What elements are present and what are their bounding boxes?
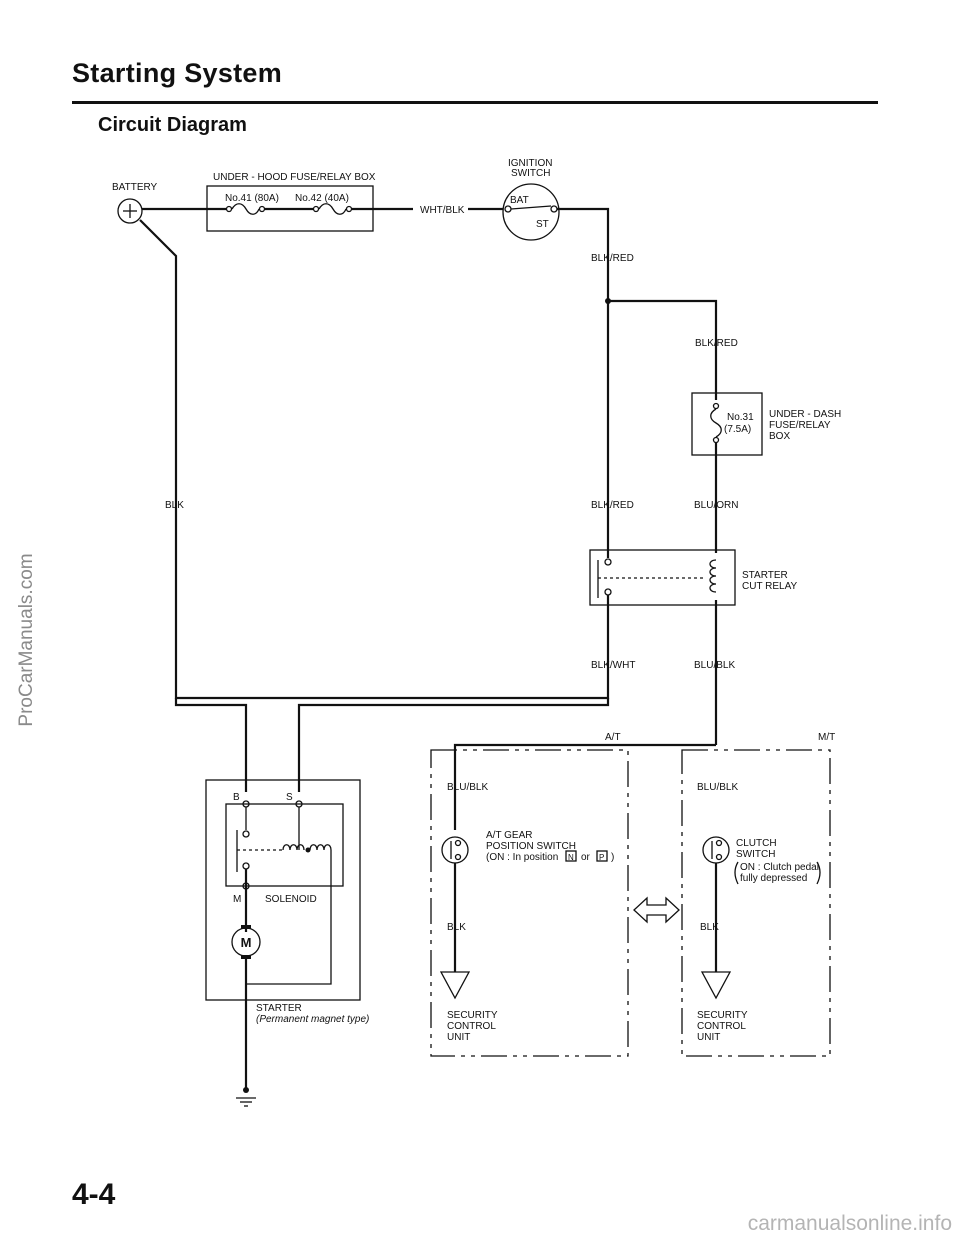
bat-terminal-label: BAT (510, 195, 529, 206)
blk-red-branch-wire (608, 299, 718, 400)
mt-switch-right-paren (816, 861, 821, 885)
starter-cut-relay-box (589, 549, 736, 606)
fuse-41-label: No.41 (80A) (225, 193, 279, 204)
at-switch-label-3: (ON : In position (486, 852, 558, 863)
at-switch-label-2: POSITION SWITCH (486, 841, 576, 852)
bottom-watermark: carmanualsonline.info (747, 1212, 952, 1235)
at-gear-position-switch-symbol (439, 836, 471, 1000)
at-position-p-label: P (599, 853, 604, 862)
at-branch-wire (453, 743, 716, 830)
at-scu-label-1: SECURITY (447, 1010, 498, 1021)
blk-red-label-c: BLK/RED (591, 500, 634, 511)
ignition-switch-symbol (502, 183, 560, 241)
mt-blk-label: BLK (700, 922, 719, 933)
fuse-31-label-2: (7.5A) (724, 424, 751, 435)
mt-label: M/T (818, 732, 835, 743)
blk-wht-to-starter-s-wire (297, 698, 610, 792)
fuse-42-symbol (312, 203, 373, 215)
wht-blk-label: WHT/BLK (420, 205, 465, 216)
at-position-n-label: N (568, 853, 574, 862)
blk-red-label-a: BLK/RED (591, 253, 634, 264)
blk-wht-label: BLK/WHT (591, 660, 635, 671)
starter-solenoid-symbol (225, 800, 344, 932)
relay-coil-symbol (709, 559, 717, 593)
at-switch-label-1: A/T GEAR (486, 830, 533, 841)
blk-red-label-b: BLK/RED (695, 338, 738, 349)
battery-label: BATTERY (112, 182, 158, 193)
blu-orn-label: BLU/ORN (694, 500, 738, 511)
clutch-switch-symbol (700, 836, 732, 1000)
mt-scu-label-3: UNIT (697, 1032, 720, 1043)
underhood-box-label: UNDER - HOOD FUSE/RELAY BOX (213, 172, 376, 183)
mt-scu-label-2: CONTROL (697, 1021, 746, 1032)
fuse-31-symbol (710, 402, 722, 444)
relay-label-1: STARTER (742, 570, 788, 581)
underdash-label-3: BOX (769, 431, 790, 442)
s-terminal-label: S (286, 792, 293, 803)
ignition-label-1: IGNITION (508, 158, 552, 169)
relay-contact-symbol (597, 540, 612, 665)
at-scu-label-3: UNIT (447, 1032, 470, 1043)
starter-box (205, 779, 361, 1001)
mt-switch-label-4: fully depressed (740, 873, 807, 884)
fuse-42-label: No.42 (40A) (295, 193, 349, 204)
at-switch-or-label: or (581, 852, 591, 863)
b-terminal-label: B (233, 792, 240, 803)
battery-to-starter-b-wire (174, 698, 248, 792)
st-terminal-label: ST (536, 219, 549, 230)
ignition-label-2: SWITCH (511, 168, 550, 179)
m-terminal-label: M (233, 894, 241, 905)
mt-switch-label-1: CLUTCH (736, 838, 777, 849)
fuse-41-symbol (207, 203, 313, 215)
at-blk-label: BLK (447, 922, 466, 933)
underdash-label-2: FUSE/RELAY (769, 420, 831, 431)
mt-switch-label-3: ON : Clutch pedal (740, 862, 819, 873)
at-scu-label-2: CONTROL (447, 1021, 496, 1032)
starter-motor-symbol (231, 872, 332, 985)
relay-label-2: CUT RELAY (742, 581, 798, 592)
solenoid-label: SOLENOID (265, 894, 317, 905)
at-label: A/T (605, 732, 621, 743)
motor-label: M (241, 935, 252, 950)
underdash-fuse-box (691, 392, 763, 456)
mt-switch-left-paren (734, 861, 739, 885)
at-switch-close-label: ) (611, 852, 614, 863)
battery-wiring (139, 207, 610, 700)
mt-switch-label-2: SWITCH (736, 849, 775, 860)
ground-symbol (236, 984, 256, 1107)
at-blu-blk-label: BLU/BLK (447, 782, 488, 793)
starter-label-2: (Permanent magnet type) (256, 1014, 369, 1025)
title-rule (72, 101, 878, 104)
ignition-st-wire (557, 207, 610, 540)
underdash-label-1: UNDER - DASH (769, 409, 841, 420)
starter-label-1: STARTER (256, 1003, 302, 1014)
section-title: Circuit Diagram (98, 114, 247, 136)
mt-scu-label-1: SECURITY (697, 1010, 748, 1021)
at-dashed-box (430, 749, 629, 1057)
battery-symbol (117, 198, 143, 224)
alternative-arrow-icon (633, 896, 680, 924)
page-number: 4-4 (72, 1178, 116, 1211)
at-position-p-box (596, 850, 608, 862)
page-title: Starting System (72, 58, 283, 88)
mt-blu-blk-label: BLU/BLK (697, 782, 738, 793)
mt-dashed-box (681, 749, 831, 1057)
blu-blk-top-label: BLU/BLK (694, 660, 735, 671)
fuse-31-label-1: No.31 (727, 412, 754, 423)
blk-ground-label: BLK (165, 500, 184, 511)
at-position-n-box (565, 850, 577, 862)
